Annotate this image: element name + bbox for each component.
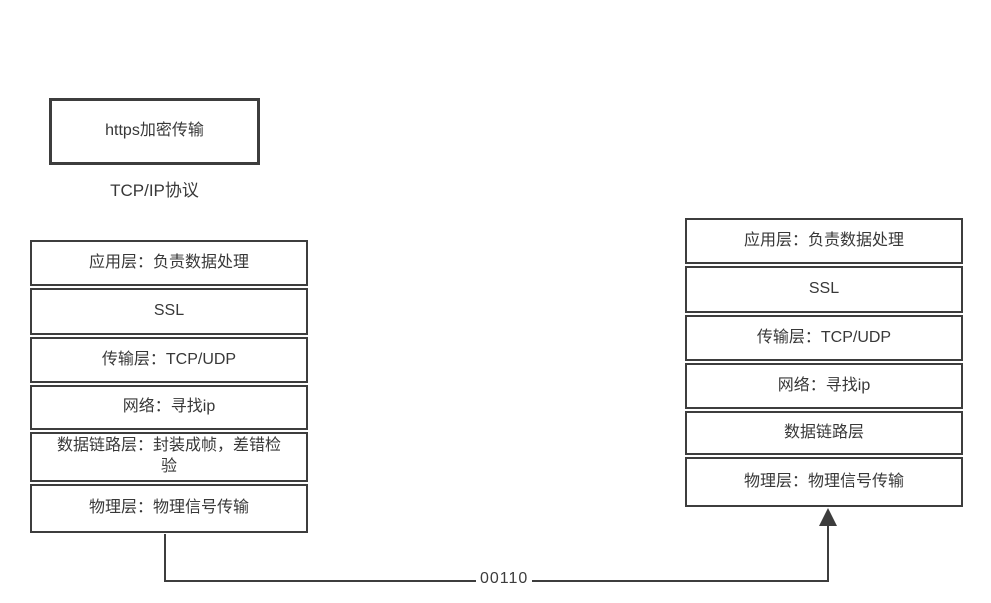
arrow-up-icon [819, 508, 837, 526]
right-layer-transport: 传输层：TCP/UDP [685, 315, 963, 361]
left-layer-network: 网络：寻找ip [30, 385, 308, 430]
right-layer-ssl: SSL [685, 266, 963, 313]
left-layer-ssl: SSL [30, 288, 308, 335]
tcpip-protocol-label: TCP/IP协议 [110, 181, 199, 200]
bitstream-label: 00110 [476, 570, 533, 588]
right-layer-network: 网络：寻找ip [685, 363, 963, 409]
right-layer-datalink: 数据链路层 [685, 411, 963, 455]
left-layer-application: 应用层：负责数据处理 [30, 240, 308, 286]
left-layer-transport: 传输层：TCP/UDP [30, 337, 308, 383]
connector-line-down [164, 534, 166, 582]
right-layer-physical: 物理层：物理信号传输 [685, 457, 963, 507]
right-protocol-stack: 应用层：负责数据处理 SSL 传输层：TCP/UDP 网络：寻找ip 数据链路层… [685, 218, 963, 507]
https-encryption-box: https加密传输 [49, 98, 260, 165]
left-layer-datalink: 数据链路层：封装成帧，差错检验 [30, 432, 308, 482]
left-layer-physical: 物理层：物理信号传输 [30, 484, 308, 533]
right-layer-application: 应用层：负责数据处理 [685, 218, 963, 264]
left-protocol-stack: 应用层：负责数据处理 SSL 传输层：TCP/UDP 网络：寻找ip 数据链路层… [30, 240, 308, 533]
connector-line-up [827, 524, 829, 582]
